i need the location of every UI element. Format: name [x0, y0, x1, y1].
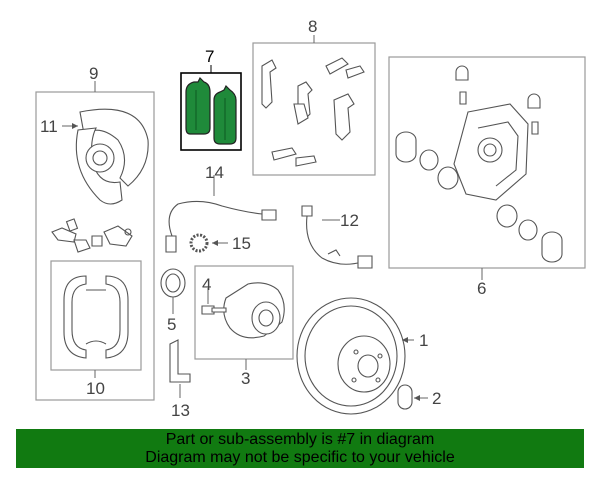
part-15-tone-ring[interactable]: [189, 233, 228, 253]
bracket: [169, 339, 191, 383]
banner-line-1: Part or sub-assembly is #7 in diagram: [165, 430, 435, 448]
pad-spring: [271, 147, 297, 161]
callout-4[interactable]: 4: [202, 275, 211, 294]
caliper-body: [453, 103, 529, 201]
callout-12[interactable]: 12: [340, 211, 359, 230]
piston-2: [541, 231, 563, 263]
group-3-hub-assembly[interactable]: [194, 265, 294, 370]
callout-6[interactable]: 6: [477, 279, 486, 298]
callout-10[interactable]: 10: [86, 379, 105, 398]
callout-11[interactable]: 11: [40, 117, 58, 136]
group-8-pad-hardware[interactable]: [252, 35, 376, 176]
info-banner: Part or sub-assembly is #7 in diagram Di…: [16, 429, 584, 468]
group-10-outline: [50, 260, 142, 371]
group-6-outline: [388, 56, 586, 269]
callout-15[interactable]: 15: [232, 234, 251, 253]
callout-2[interactable]: 2: [432, 389, 441, 408]
group-7-brake-pads[interactable]: [180, 65, 242, 151]
dust-shield: [79, 108, 149, 187]
group-3-outline: [194, 265, 294, 360]
callout-8[interactable]: 8: [308, 17, 317, 36]
parts-diagram: 1 2 3 4 5 6 7 8 9 10 11 12 13 14 15: [35, 17, 586, 420]
anti-rattle-clip-1: [261, 59, 277, 109]
banner-line-2: Diagram may not be specific to your vehi…: [145, 448, 455, 466]
part-5-seal[interactable]: [160, 268, 186, 314]
callout-5[interactable]: 5: [167, 315, 176, 334]
callout-13[interactable]: 13: [171, 401, 190, 420]
callout-7[interactable]: 7: [205, 47, 214, 66]
brake-shoe-left: [63, 275, 87, 359]
callout-14[interactable]: 14: [205, 163, 224, 182]
brake-shoe-right: [105, 275, 129, 359]
callout-9[interactable]: 9: [89, 64, 98, 83]
part-14-sensor-wire[interactable]: [165, 175, 277, 253]
callout-3[interactable]: 3: [241, 369, 250, 388]
part-2-nut[interactable]: [397, 384, 428, 410]
part-1-rotor[interactable]: [296, 297, 414, 415]
part-12-brake-hose[interactable]: [301, 205, 373, 269]
piston-1: [395, 131, 417, 163]
group-6-caliper[interactable]: [388, 56, 586, 280]
part-13-bracket[interactable]: [169, 339, 191, 398]
group-9-backing-plate[interactable]: [35, 81, 155, 401]
brake-pad-inner: [185, 76, 211, 135]
dust-shield-hub-hole: [85, 143, 115, 173]
callout-1[interactable]: 1: [419, 331, 428, 350]
